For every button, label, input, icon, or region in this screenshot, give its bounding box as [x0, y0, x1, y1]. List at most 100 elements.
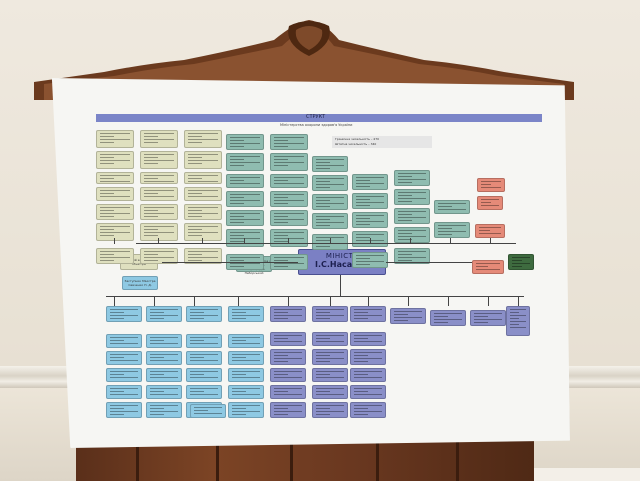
- dept-head-box: [430, 310, 466, 326]
- dept-box: [228, 368, 264, 382]
- dept-box: [312, 368, 348, 382]
- connector-line: [114, 296, 115, 306]
- dept-box: [350, 385, 386, 399]
- dept-box: [106, 402, 142, 418]
- dept-box: [352, 174, 388, 190]
- dept-head-box: [228, 306, 264, 322]
- dept-box: [312, 156, 348, 172]
- connector-line: [202, 238, 203, 244]
- headcount-limit: Гранична чисельність – 470: [335, 137, 380, 141]
- dept-head-box: [186, 306, 222, 322]
- dept-box: [106, 334, 142, 348]
- dept-box: [394, 170, 430, 186]
- dept-box: [190, 404, 226, 418]
- dept-box: [228, 351, 264, 365]
- dept-box: [226, 210, 264, 226]
- dept-head-box: [312, 306, 348, 322]
- dept-box: [140, 130, 178, 148]
- dept-box: [184, 223, 222, 241]
- connector-line: [340, 275, 341, 296]
- connector-line: [450, 238, 451, 244]
- dept-head-box: [350, 306, 386, 322]
- dept-box: [270, 229, 308, 247]
- dept-box: [140, 151, 178, 169]
- dept-box: [312, 332, 348, 346]
- chart-title: СТРУКТ: [306, 114, 326, 120]
- dept-box: [312, 213, 348, 229]
- dept-box: [352, 212, 388, 228]
- connector-line: [288, 296, 289, 306]
- org-chart-poster: СТРУКТ Міністерства охорони здоров'я Укр…: [51, 78, 570, 448]
- dept-box: [140, 172, 178, 184]
- connector-line: [386, 262, 472, 263]
- dept-box: [106, 385, 142, 399]
- dept-head-box: [434, 222, 470, 238]
- dept-box: [312, 194, 348, 210]
- salmon-box: [477, 196, 503, 210]
- deputy-box-1: Заступник Міністра Савченко Н. Д.: [122, 276, 158, 290]
- headcount-box: Гранична чисельність – 470 Штатна чисель…: [332, 136, 432, 148]
- dept-box: [394, 189, 430, 205]
- minister-name: І.С.Насалик: [314, 260, 370, 269]
- dept-head-box: [352, 252, 388, 268]
- dept-box: [270, 385, 306, 399]
- chart-subtitle: Міністерства охорони здоров'я України: [280, 123, 353, 127]
- dept-box: [96, 223, 134, 241]
- salmon-box: [477, 178, 505, 192]
- dept-box: [270, 191, 308, 207]
- dept-box: [184, 204, 222, 220]
- connector-line: [330, 238, 331, 244]
- connector-line: [244, 238, 245, 244]
- salmon-box: [475, 224, 505, 238]
- dept-box: [146, 385, 182, 399]
- dept-head-box: [390, 308, 426, 324]
- connector-line: [162, 262, 298, 263]
- dept-head-box: [184, 248, 222, 264]
- headcount-staff: Штатна чисельність – 340: [335, 142, 377, 146]
- dept-box: [226, 134, 264, 150]
- connector-line: [518, 296, 519, 306]
- dept-box: [186, 351, 222, 365]
- org-chart: СТРУКТ Міністерства охорони здоров'я Укр…: [52, 78, 570, 448]
- connector-line: [238, 296, 239, 306]
- dept-box: [350, 332, 386, 346]
- dept-box: [270, 153, 308, 171]
- dept-box: [312, 175, 348, 191]
- connector-line: [154, 296, 155, 306]
- baseboard: [530, 468, 640, 481]
- connector-line: [106, 296, 524, 297]
- dept-box: [270, 174, 308, 188]
- dept-head-box: [506, 306, 530, 336]
- dept-box: [140, 204, 178, 220]
- dept-box: [226, 229, 264, 247]
- dept-head-box: [140, 248, 178, 264]
- salmon-box: [472, 260, 504, 274]
- dept-box: [146, 402, 182, 418]
- dept-box: [146, 334, 182, 348]
- connector-line: [194, 296, 195, 306]
- advisor-box: [508, 254, 534, 270]
- dept-box: [270, 210, 308, 226]
- dept-head-box: [106, 306, 142, 322]
- dept-box: [350, 368, 386, 382]
- dept-box: [350, 349, 386, 365]
- dept-head-box: [146, 306, 182, 322]
- dept-box: [96, 151, 134, 169]
- dept-head-box: [394, 248, 430, 264]
- connector-line: [370, 238, 371, 244]
- dept-head-box: [270, 306, 306, 322]
- dept-box: [270, 368, 306, 382]
- dept-box: [96, 187, 134, 201]
- minister-title: МІНІСТР: [325, 252, 359, 260]
- connector-line: [408, 296, 409, 306]
- dept-box: [270, 332, 306, 346]
- dept-box: [140, 223, 178, 241]
- dept-box: [96, 204, 134, 220]
- connector-line: [114, 238, 115, 244]
- connector-line: [368, 296, 369, 306]
- dept-box: [312, 349, 348, 365]
- dept-box: [226, 191, 264, 207]
- dept-box: [270, 349, 306, 365]
- dept-head-box: [96, 248, 134, 264]
- connector-line: [288, 238, 289, 244]
